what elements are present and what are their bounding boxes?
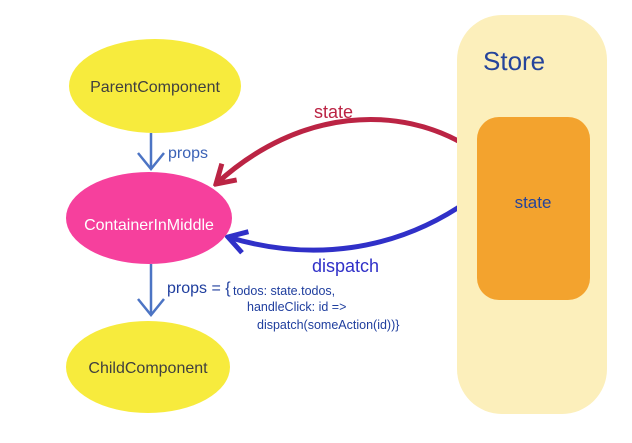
node-child-component (66, 321, 230, 413)
node-parent-component (69, 39, 241, 133)
edge-props-bottom-prefix: props = { (167, 280, 231, 297)
edge-dispatch-label: dispatch (312, 256, 379, 276)
node-parent-component-label: ParentComponent (90, 79, 220, 96)
edge-dispatch-arrow (228, 198, 470, 250)
state-box (477, 117, 590, 300)
edge-props-bottom-code-line2: handleClick: id => (247, 300, 346, 314)
node-child-component-label: ChildComponent (88, 360, 208, 377)
edge-props-top-label: props (168, 145, 208, 162)
store-title: Store (483, 46, 545, 76)
state-box-label: state (515, 193, 552, 212)
edge-props-bottom-code-line3: dispatch(someAction(id))} (257, 318, 399, 332)
node-container-in-middle (66, 172, 232, 264)
edge-state-label: state (314, 102, 353, 122)
edge-props-bottom-code-line1: todos: state.todos, (233, 284, 335, 298)
edge-state-arrow (216, 117, 469, 184)
node-container-in-middle-label: ContainerInMiddle (84, 217, 214, 234)
